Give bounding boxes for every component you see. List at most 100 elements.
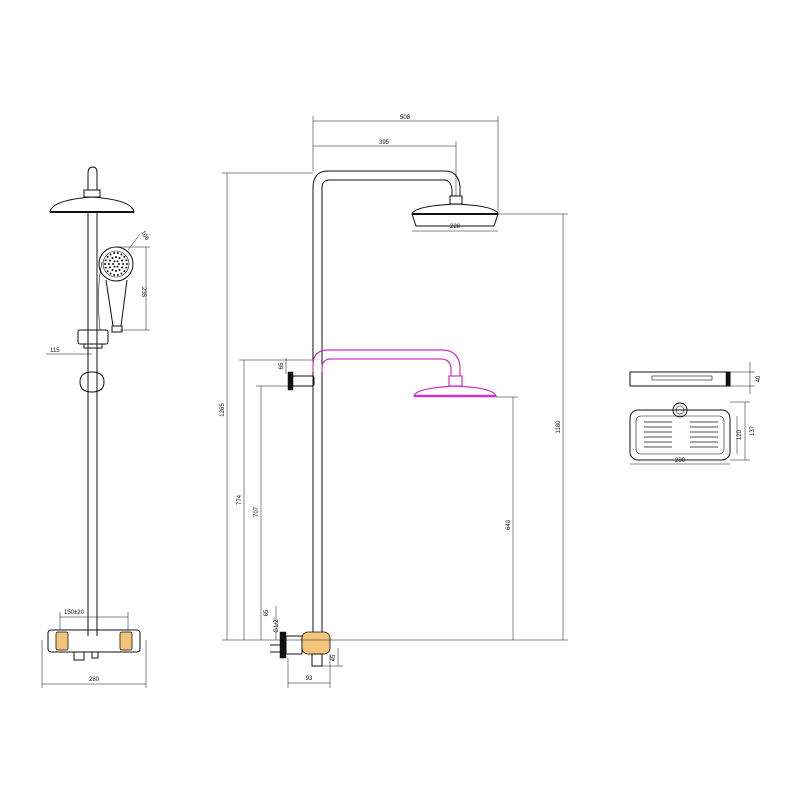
side-view: 508 395 228 1265 774 707 65 65 G1/2" 118… xyxy=(220,115,568,688)
side-arm-bottom xyxy=(321,179,453,196)
shelf-dim-inner: 120 xyxy=(737,429,743,440)
handset-nozzle xyxy=(122,263,124,265)
handset-nozzle xyxy=(113,252,116,255)
handset-nozzle xyxy=(108,263,110,265)
front-handset-nozzles xyxy=(104,252,128,276)
handset-nozzle xyxy=(125,266,128,269)
front-mixer-knob-left xyxy=(55,631,69,651)
handset-nozzle xyxy=(111,256,114,259)
handset-nozzle xyxy=(125,259,128,262)
side-dim-arm-length: 508 xyxy=(400,115,411,121)
side-dim-height-handheld: 640 xyxy=(506,519,512,530)
handset-nozzle xyxy=(108,266,111,269)
handset-nozzle xyxy=(121,259,124,262)
handset-nozzle xyxy=(126,263,128,265)
side-dim-mixer-depth: 93 xyxy=(306,676,313,682)
shelf-dim-depth: 137 xyxy=(750,425,756,436)
handset-nozzle xyxy=(116,260,119,263)
side-dim-inlet-height: 65 xyxy=(279,362,285,369)
side-head-connector xyxy=(449,195,463,205)
handset-nozzle xyxy=(123,255,126,258)
side-alt-shower-head xyxy=(413,385,497,397)
handset-nozzle xyxy=(118,269,121,272)
front-view: 235 106 115 150±20 280 xyxy=(41,166,150,688)
side-dim-height-total: 1265 xyxy=(220,403,226,417)
handset-nozzle xyxy=(123,270,126,273)
shelf-dim-width: 280 xyxy=(675,458,686,464)
side-alt-connector xyxy=(448,375,463,387)
front-dim-handset-length: 235 xyxy=(140,287,146,298)
front-mixer-spout xyxy=(73,651,85,661)
handset-nozzle xyxy=(109,272,112,275)
front-dim-mixer-width: 280 xyxy=(89,677,100,683)
shelf-top-inner xyxy=(635,415,725,455)
shelf-top-body xyxy=(629,409,731,461)
side-mixer-wall xyxy=(285,635,303,655)
handset-nozzle xyxy=(116,273,119,276)
shelf-top-clamp xyxy=(672,402,688,418)
handset-nozzle xyxy=(116,265,119,268)
handset-nozzle xyxy=(113,265,116,268)
side-dim-small-height: 65 xyxy=(264,609,270,616)
handset-nozzle xyxy=(120,272,123,275)
handset-nozzle xyxy=(112,263,114,265)
handset-nozzle xyxy=(115,256,117,258)
front-dim-handset-leader xyxy=(127,233,141,251)
front-wall-bracket xyxy=(79,371,105,393)
front-handset-handle xyxy=(105,279,128,327)
front-dim-shelf-offset: 115 xyxy=(50,348,60,354)
side-arm-top xyxy=(312,170,461,196)
handset-nozzle xyxy=(116,252,119,255)
side-shower-head xyxy=(411,203,499,215)
front-handset-base xyxy=(111,325,123,333)
side-dim-inlet-thread: G1/2" xyxy=(274,617,280,632)
handset-nozzle xyxy=(104,266,107,269)
side-dim-head-diameter: 228 xyxy=(450,224,461,230)
handset-nozzle xyxy=(118,263,120,265)
side-mixer-elbow xyxy=(270,644,286,653)
side-alt-arm-top xyxy=(312,349,461,376)
handset-nozzle xyxy=(104,259,107,262)
front-dim-handset-diameter: 106 xyxy=(139,230,150,242)
front-top-connector xyxy=(87,166,98,190)
handset-nozzle xyxy=(104,263,106,265)
shelf-top-clamp-inner xyxy=(675,405,685,415)
side-shower-head-lower xyxy=(411,213,499,227)
handset-nozzle xyxy=(118,256,121,259)
shelf-top-grille-right xyxy=(690,421,718,448)
side-dim-arm-reach: 395 xyxy=(379,140,390,146)
shelf-top-grille-left xyxy=(644,421,672,448)
side-dim-height-slide-low: 707 xyxy=(254,506,260,517)
shelf-side-edge xyxy=(725,371,731,387)
front-shower-head xyxy=(49,196,135,213)
shelf-dim-height: 40 xyxy=(756,375,762,382)
side-dim-height-slide: 774 xyxy=(237,494,243,505)
side-alt-arm-bottom xyxy=(321,358,452,376)
front-mixer-outlet xyxy=(91,651,99,659)
front-handset-face xyxy=(102,250,130,278)
side-mixer-outlet xyxy=(311,653,323,667)
handset-nozzle xyxy=(111,269,114,272)
handset-nozzle xyxy=(115,270,117,272)
side-dim-mixer-height: 45 xyxy=(331,654,337,661)
side-mixer-body xyxy=(301,631,331,655)
front-slide-clamp xyxy=(83,343,103,349)
front-mixer-knob-right xyxy=(119,631,133,651)
front-head-neck xyxy=(83,189,101,198)
shelf-side-body xyxy=(629,371,731,387)
handset-nozzle xyxy=(109,253,112,256)
handset-nozzle xyxy=(120,253,123,256)
side-wall-bracket xyxy=(291,375,315,387)
handset-nozzle xyxy=(121,266,124,269)
front-slide-bracket xyxy=(77,329,109,345)
side-dim-height-head: 1180 xyxy=(556,420,562,434)
side-wall-plate xyxy=(287,371,294,391)
front-dim-mixer-spacing: 150±20 xyxy=(64,610,85,616)
handset-nozzle xyxy=(106,255,109,258)
shelf-side-slot xyxy=(651,375,713,381)
handset-nozzle xyxy=(113,260,116,263)
shelf-views: 40 137 120 280 xyxy=(629,362,762,465)
handset-nozzle xyxy=(113,273,116,276)
handset-nozzle xyxy=(106,270,109,273)
